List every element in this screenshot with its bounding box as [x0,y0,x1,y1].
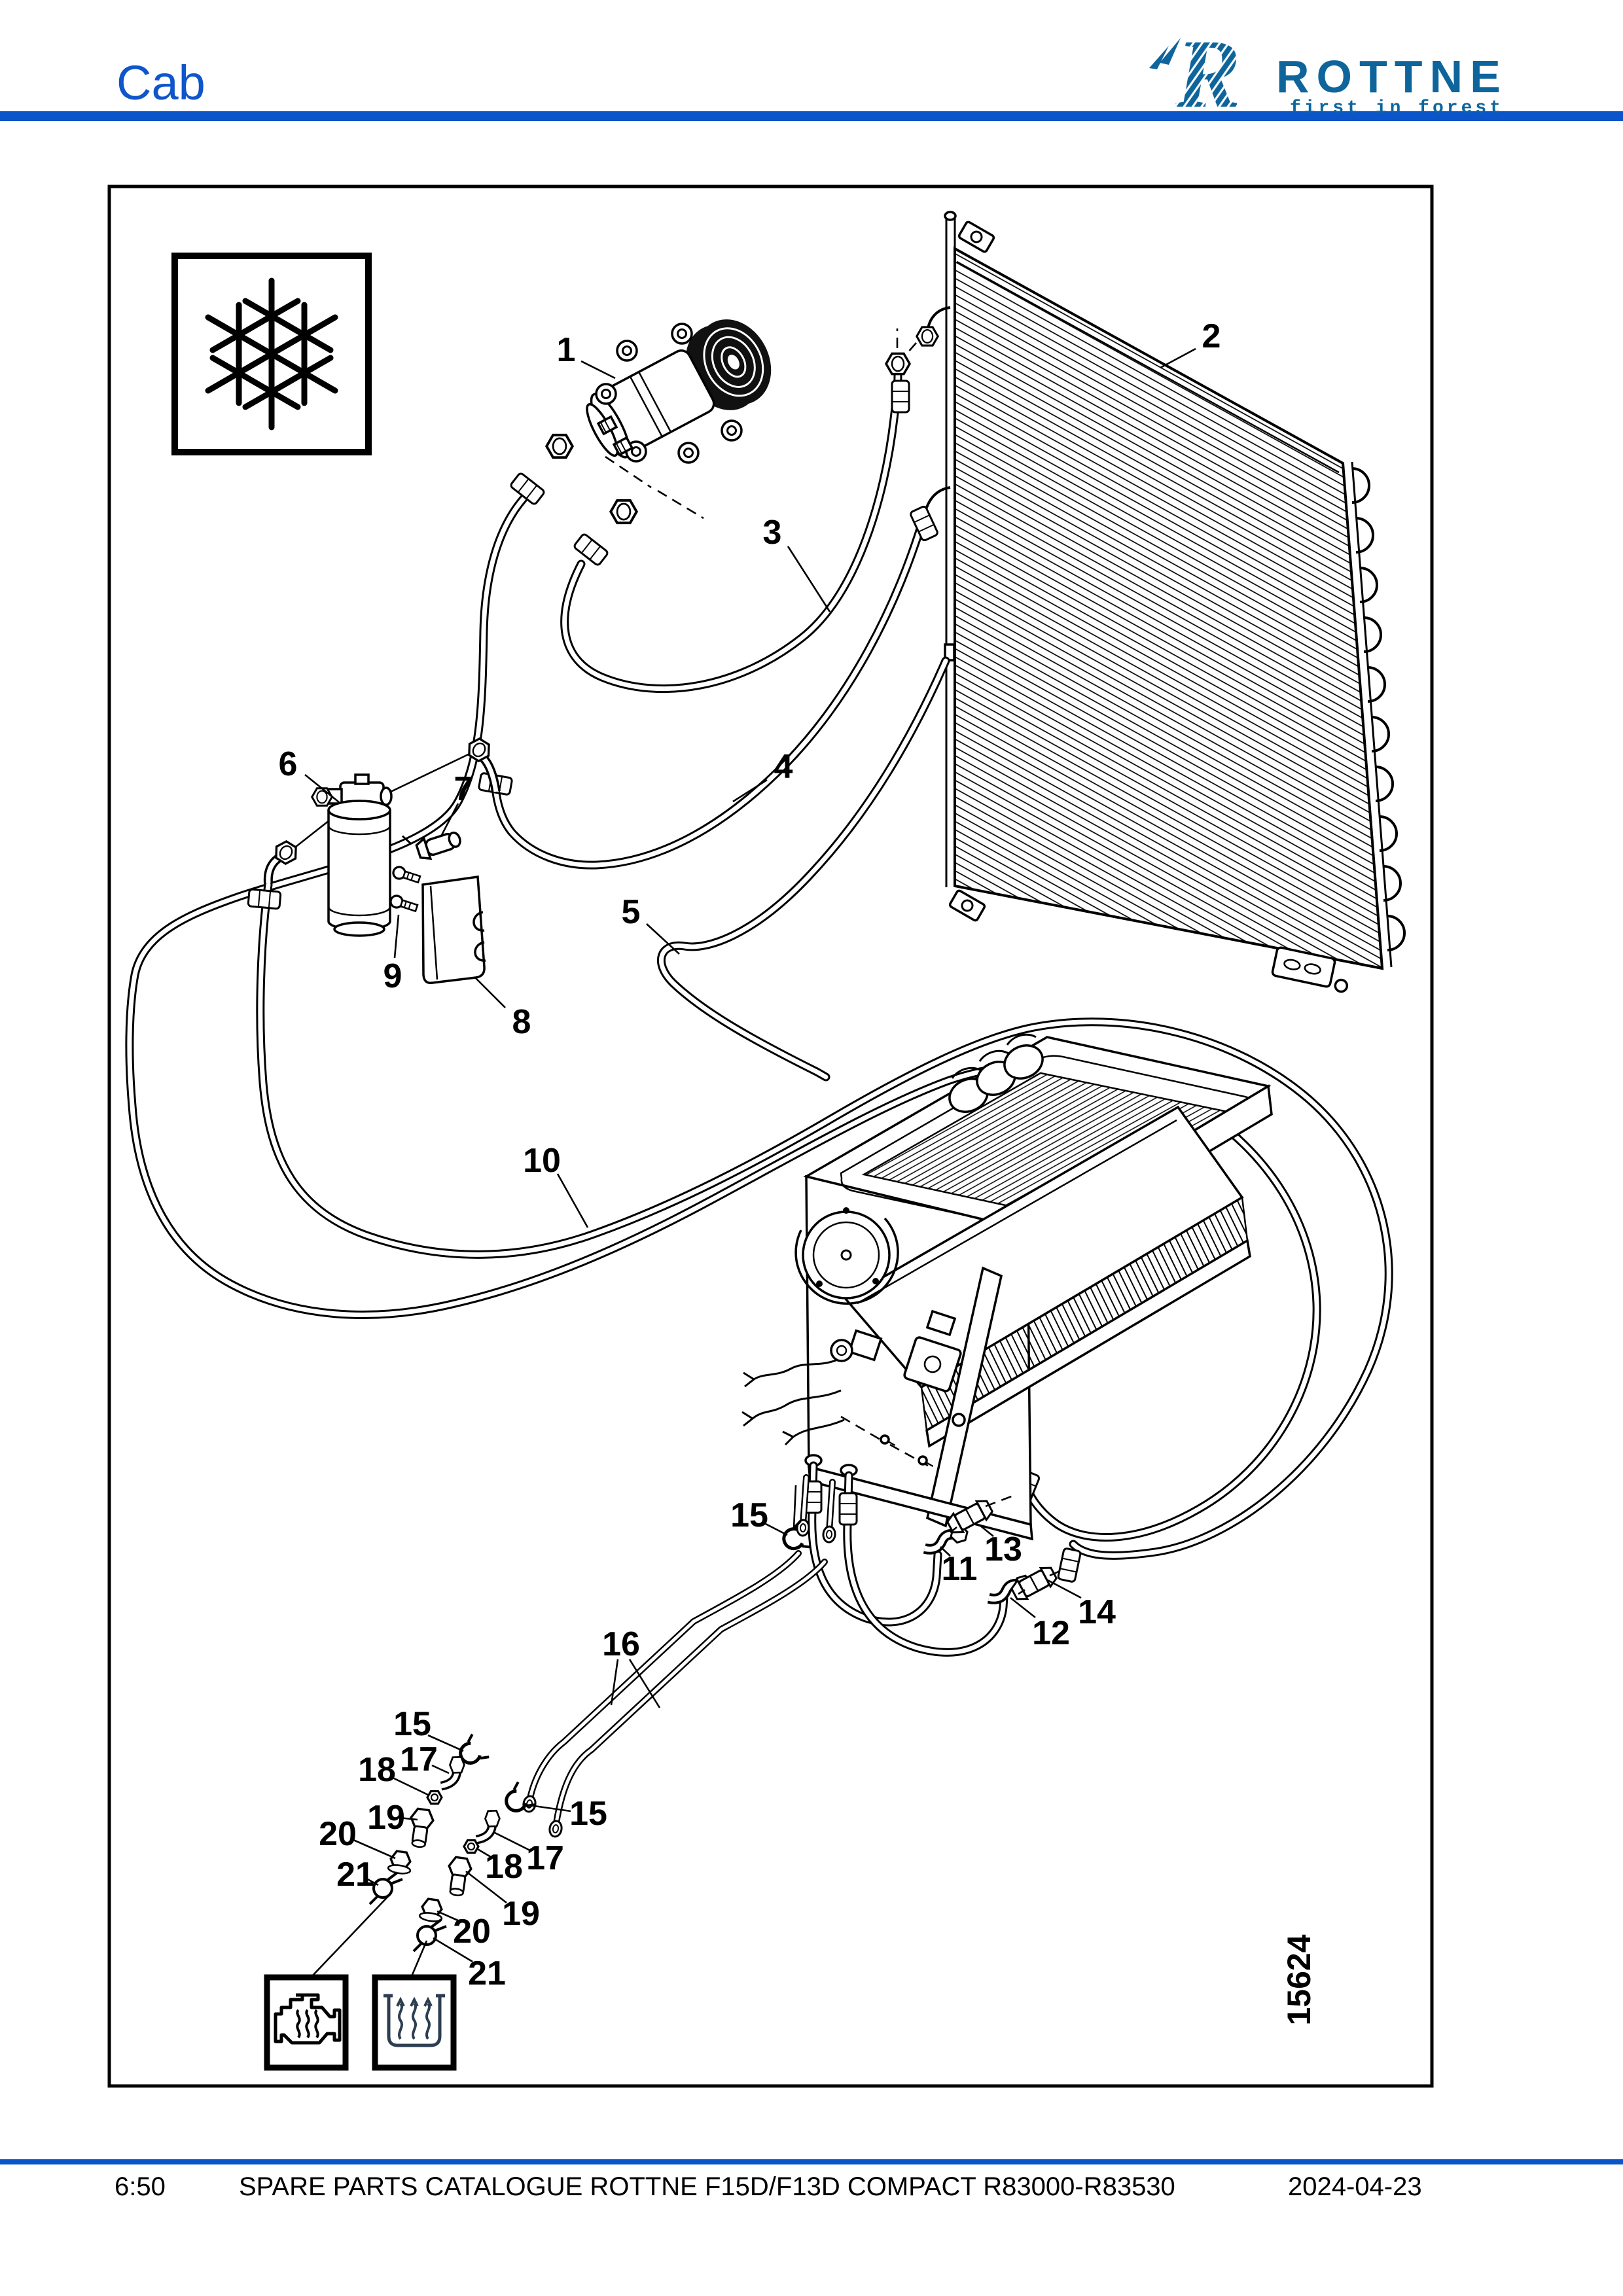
callout-leaders [304,347,1196,1963]
callout-20-a: 20 [319,1815,357,1853]
evaporator-unit [741,1033,1273,1541]
callout-7: 7 [454,770,473,808]
exploded-parts-diagram: 1 2 3 4 5 6 7 8 9 10 11 12 13 14 15 15 1… [107,185,1434,2088]
callout-8: 8 [512,1003,531,1041]
engine-icon [274,1993,342,2045]
receiver-drier-group [263,734,501,984]
logo-tagline: first in forest [1290,98,1504,118]
drier-left-elbow [263,837,302,884]
footer-rule [0,2159,1623,2164]
footer-page-number: 6:50 [115,2172,166,2201]
callout-18-a: 18 [358,1751,396,1789]
blower-opening [794,1207,899,1305]
drier-bolt [391,864,422,887]
drier-right-elbow [463,734,501,793]
heater-symbol-box [372,1974,457,2071]
figure-number: 15624 [1281,1934,1317,2025]
callout-1: 1 [557,331,576,369]
callout-14: 14 [1078,1593,1116,1631]
receiver-drier [311,773,393,937]
section-title: Cab [116,56,205,110]
evaporator-hose-connections [803,1415,1065,1657]
callout-11: 11 [942,1550,978,1588]
callout-21-b: 21 [468,1954,506,1992]
svg-text:R: R [1175,20,1241,128]
callout-20-b: 20 [453,1913,491,1951]
callout-15-c: 15 [730,1496,768,1534]
condenser [916,211,1406,993]
logo-wordmark: ROTTNE [1276,51,1508,102]
logo-r-icon: R [1149,20,1241,128]
ac-symbol-box [171,253,372,455]
callout-10: 10 [523,1142,561,1180]
rottne-logo: R ROTTNE first in forest [1149,20,1508,128]
callout-15-b: 15 [569,1795,607,1833]
vent-holes [948,1033,1044,1113]
snowflake-icon [205,277,338,431]
diagram-border [107,185,1434,2088]
callout-4: 4 [774,748,793,786]
callout-13: 13 [984,1530,1022,1568]
footer-date: 2024-04-23 [1288,2172,1422,2201]
compressor-mounting-lugs [595,323,743,464]
callout-17-a: 17 [400,1740,438,1778]
wiring [741,1358,845,1446]
callout-15-a: 15 [393,1705,431,1743]
condenser-foot-bracket [1271,946,1349,993]
callout-9: 9 [383,957,402,995]
engine-symbol-box [264,1974,349,2071]
callout-6: 6 [279,745,298,783]
callout-21-a: 21 [336,1856,374,1894]
callout-12: 12 [1032,1614,1070,1652]
heater-valve-assembly [830,1309,966,1427]
heater-icon [383,1994,445,2047]
callout-3: 3 [763,514,782,552]
callout-19-a: 19 [367,1799,405,1837]
header-rule [0,111,1623,121]
compressor [508,319,772,567]
callout-5: 5 [622,893,641,931]
callout-18-b: 18 [485,1848,523,1886]
callout-2: 2 [1202,317,1221,355]
drier-bolt [388,893,419,915]
callout-19-b: 19 [502,1895,540,1933]
heater-pipes-group [312,1474,837,1977]
footer-title: SPARE PARTS CATALOGUE ROTTNE F15D/F13D C… [239,2172,1175,2201]
pressure-sensor [401,831,461,860]
callout-16: 16 [602,1625,640,1663]
callout-17-b: 17 [526,1839,564,1877]
drier-bracket [421,875,486,984]
